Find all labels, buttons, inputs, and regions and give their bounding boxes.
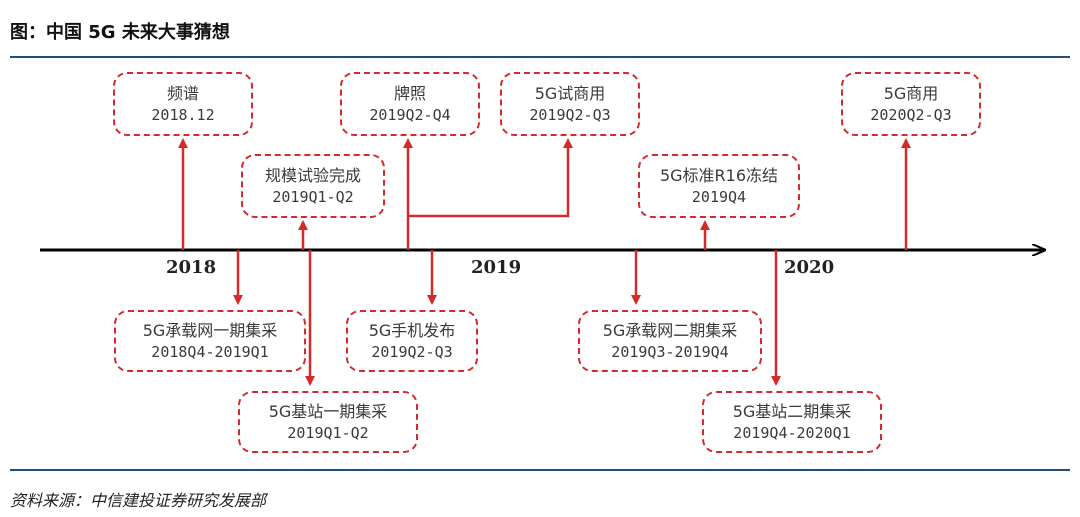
bottom-divider bbox=[10, 469, 1070, 471]
event-name: 5G试商用 bbox=[534, 83, 606, 103]
top-divider bbox=[10, 56, 1070, 58]
event-box-jizhan1: 5G基站一期集采 2019Q1-Q2 bbox=[238, 391, 418, 453]
event-name: 频谱 bbox=[166, 83, 199, 103]
event-box-chengzai2: 5G承载网二期集采 2019Q3-2019Q4 bbox=[578, 310, 762, 372]
event-name: 5G手机发布 bbox=[368, 320, 456, 340]
event-time: 2019Q2-Q3 bbox=[529, 105, 611, 124]
event-time: 2019Q4-2020Q1 bbox=[733, 423, 851, 442]
event-time: 2018.12 bbox=[151, 105, 215, 124]
event-name: 牌照 bbox=[393, 83, 426, 103]
year-label-2018: 2018 bbox=[166, 257, 217, 278]
event-box-guimo: 规模试验完成 2019Q1-Q2 bbox=[241, 154, 385, 218]
event-box-shouji: 5G手机发布 2019Q2-Q3 bbox=[346, 310, 478, 372]
event-time: 2019Q2-Q4 bbox=[369, 105, 451, 124]
event-time: 2019Q1-Q2 bbox=[287, 423, 369, 442]
event-name: 5G商用 bbox=[883, 83, 939, 103]
event-name: 5G基站一期集采 bbox=[268, 401, 388, 421]
year-label-2020: 2020 bbox=[784, 257, 835, 278]
event-time: 2020Q2-Q3 bbox=[870, 105, 952, 124]
event-name: 5G基站二期集采 bbox=[732, 401, 852, 421]
event-box-pinpu: 频谱 2018.12 bbox=[113, 72, 253, 136]
source-note: 资料来源：中信建投证券研究发展部 bbox=[10, 491, 267, 510]
event-time: 2019Q3-2019Q4 bbox=[611, 342, 729, 361]
event-box-jizhan2: 5G基站二期集采 2019Q4-2020Q1 bbox=[702, 391, 882, 453]
event-time: 2019Q1-Q2 bbox=[272, 187, 354, 206]
event-name: 5G标准R16冻结 bbox=[659, 165, 779, 185]
connector-shishangyong bbox=[408, 138, 573, 218]
event-time: 2019Q4 bbox=[691, 187, 747, 206]
figure-title: 图：中国 5G 未来大事猜想 bbox=[10, 22, 230, 43]
event-box-paizhao: 牌照 2019Q2-Q4 bbox=[340, 72, 480, 136]
event-name: 规模试验完成 bbox=[264, 165, 361, 185]
event-time: 2018Q4-2019Q1 bbox=[151, 342, 269, 361]
event-name: 5G承载网一期集采 bbox=[142, 320, 278, 340]
event-box-shishangyong: 5G试商用 2019Q2-Q3 bbox=[500, 72, 640, 136]
event-time: 2019Q2-Q3 bbox=[371, 342, 453, 361]
event-box-shangyong: 5G商用 2020Q2-Q3 bbox=[841, 72, 981, 136]
event-box-r16: 5G标准R16冻结 2019Q4 bbox=[638, 154, 800, 218]
event-box-chengzai1: 5G承载网一期集采 2018Q4-2019Q1 bbox=[114, 310, 306, 372]
event-name: 5G承载网二期集采 bbox=[602, 320, 738, 340]
year-label-2019: 2019 bbox=[471, 257, 522, 278]
